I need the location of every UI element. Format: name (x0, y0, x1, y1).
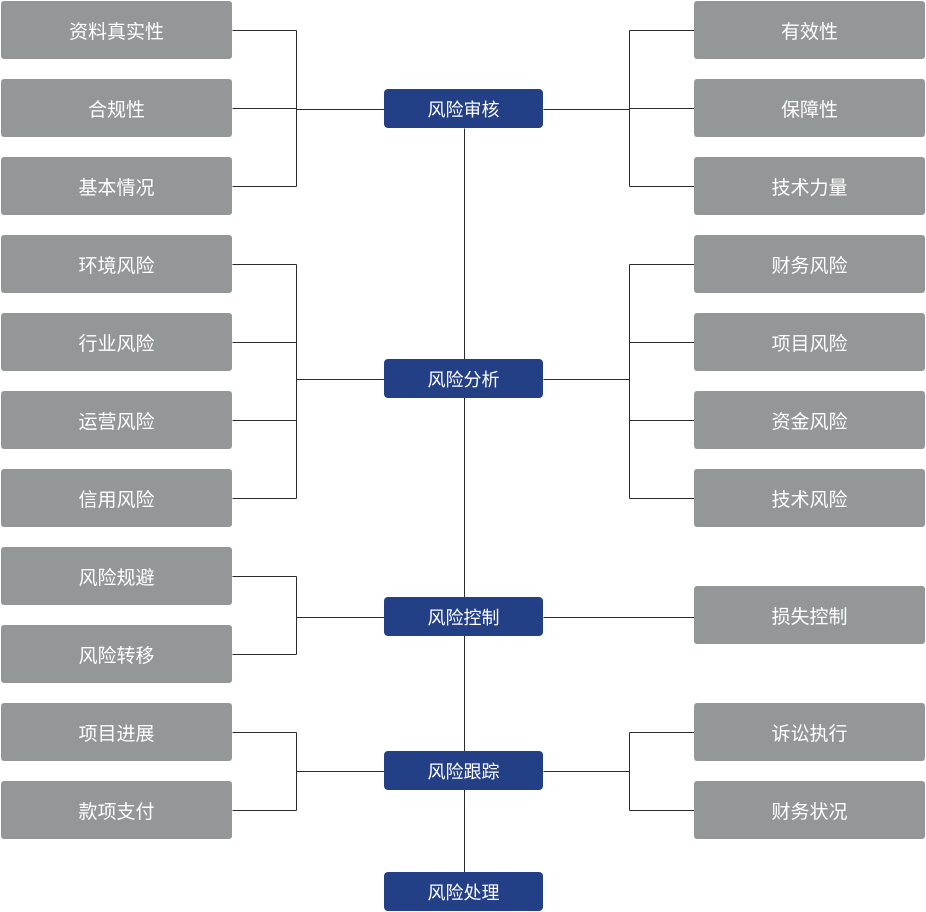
leaf-basic-situation: 基本情况 (1, 157, 232, 215)
leaf-credit-risk: 信用风险 (1, 469, 232, 527)
hub-risk-handling: 风险处理 (384, 872, 543, 911)
leaf-data-authenticity: 资料真实性 (1, 1, 232, 59)
leaf-industry-risk: 行业风险 (1, 313, 232, 371)
leaf-project-progress: 项目进展 (1, 703, 232, 761)
hub-risk-control: 风险控制 (384, 597, 543, 636)
hub-risk-analysis: 风险分析 (384, 359, 543, 398)
leaf-financial-risk: 财务风险 (694, 235, 925, 293)
leaf-financial-status: 财务状况 (694, 781, 925, 839)
leaf-risk-transfer: 风险转移 (1, 625, 232, 683)
leaf-risk-avoidance: 风险规避 (1, 547, 232, 605)
leaf-compliance: 合规性 (1, 79, 232, 137)
leaf-guarantee: 保障性 (694, 79, 925, 137)
leaf-loss-control: 损失控制 (694, 586, 925, 644)
leaf-project-risk: 项目风险 (694, 313, 925, 371)
hub-risk-review: 风险审核 (384, 89, 543, 128)
leaf-operation-risk: 运营风险 (1, 391, 232, 449)
leaf-technical-risk: 技术风险 (694, 469, 925, 527)
leaf-litigation-execution: 诉讼执行 (694, 703, 925, 761)
leaf-technical-strength: 技术力量 (694, 157, 925, 215)
leaf-capital-risk: 资金风险 (694, 391, 925, 449)
leaf-validity: 有效性 (694, 1, 925, 59)
hub-risk-tracking: 风险跟踪 (384, 751, 543, 790)
leaf-environment-risk: 环境风险 (1, 235, 232, 293)
leaf-payment: 款项支付 (1, 781, 232, 839)
